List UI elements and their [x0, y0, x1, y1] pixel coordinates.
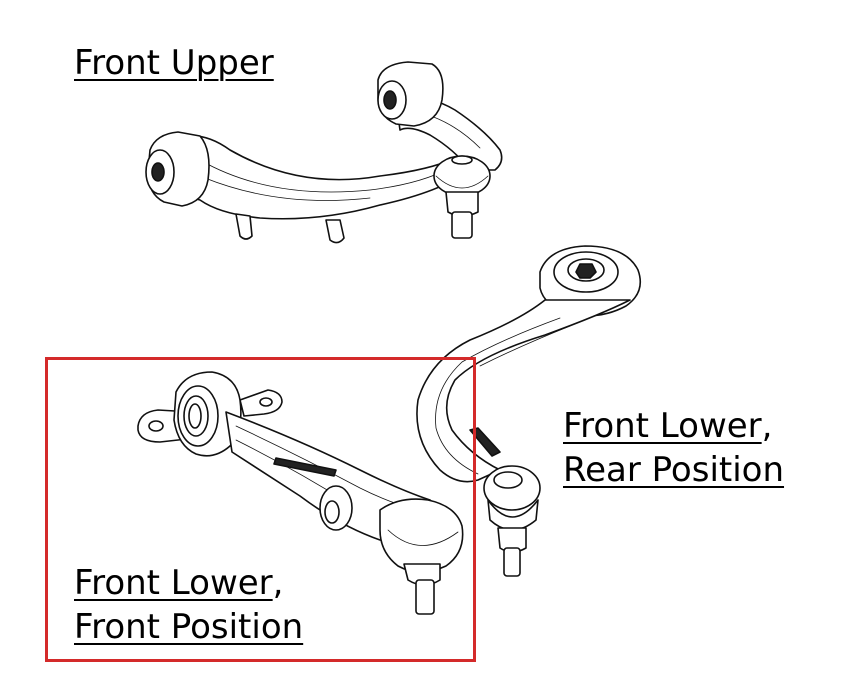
front-upper-arm-drawing: [145, 61, 503, 244]
label-front-lower-front: Front Lower, Front Position: [74, 562, 303, 650]
label-front-upper: Front Upper: [74, 42, 274, 84]
label-front-lower-front-line1: Front Lower: [74, 563, 273, 603]
front-lower-rear-arm-drawing: [416, 245, 642, 577]
label-front-lower-rear-line2: Rear Position: [563, 450, 785, 490]
label-front-lower-rear-line1: Front Lower: [563, 406, 762, 446]
label-front-lower-front-comma: ,: [272, 563, 284, 603]
front-lower-front-arm-drawing: [137, 371, 464, 615]
label-front-lower-front-line2: Front Position: [74, 607, 304, 647]
label-front-lower-rear-comma: ,: [761, 406, 773, 446]
label-front-upper-text: Front Upper: [74, 43, 274, 83]
label-front-lower-rear: Front Lower, Rear Position: [563, 405, 784, 493]
